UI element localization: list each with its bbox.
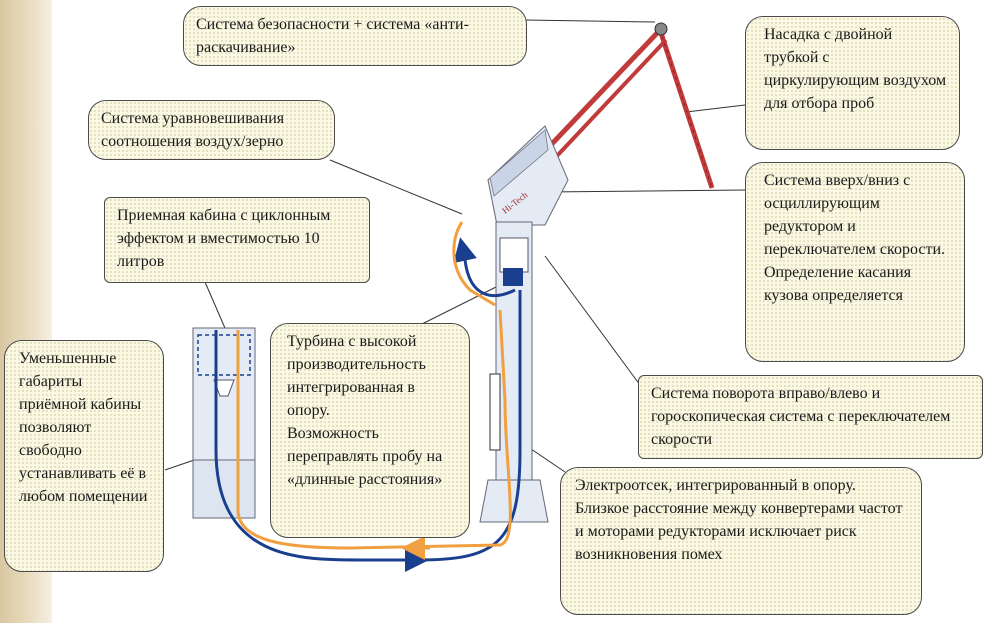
callout-rotation-system: Система поворота вправо/влево и гороскоп… (638, 375, 983, 459)
callout-electro-compartment: Электроотсек, интегрированный в опору. Б… (560, 467, 922, 615)
callout-updown-system: Система вверх/вниз с осциллирующим редук… (745, 162, 965, 362)
callout-sampling-nozzle: Насадка с двойной трубкой с циркулирующи… (745, 16, 960, 150)
support-column (479, 221, 549, 523)
callout-turbine: Турбина с высокой производительность инт… (270, 323, 470, 538)
callout-balance-system: Система уравновешивания соотношения возд… (88, 100, 335, 160)
rotation-head: Hi-Tech (487, 125, 569, 226)
callout-reduced-dimensions: Уменьшенные габариты приёмной кабины поз… (4, 340, 164, 572)
sampling-arm (546, 22, 715, 189)
receiving-cabin (192, 327, 256, 519)
callout-receiving-cabin: Приемная кабина с циклонным эффектом и в… (104, 197, 370, 283)
leader-lines (164, 19, 746, 473)
sample-flow (214, 221, 522, 572)
callout-safety-system: Система безопасности + система «анти-рас… (183, 6, 527, 66)
